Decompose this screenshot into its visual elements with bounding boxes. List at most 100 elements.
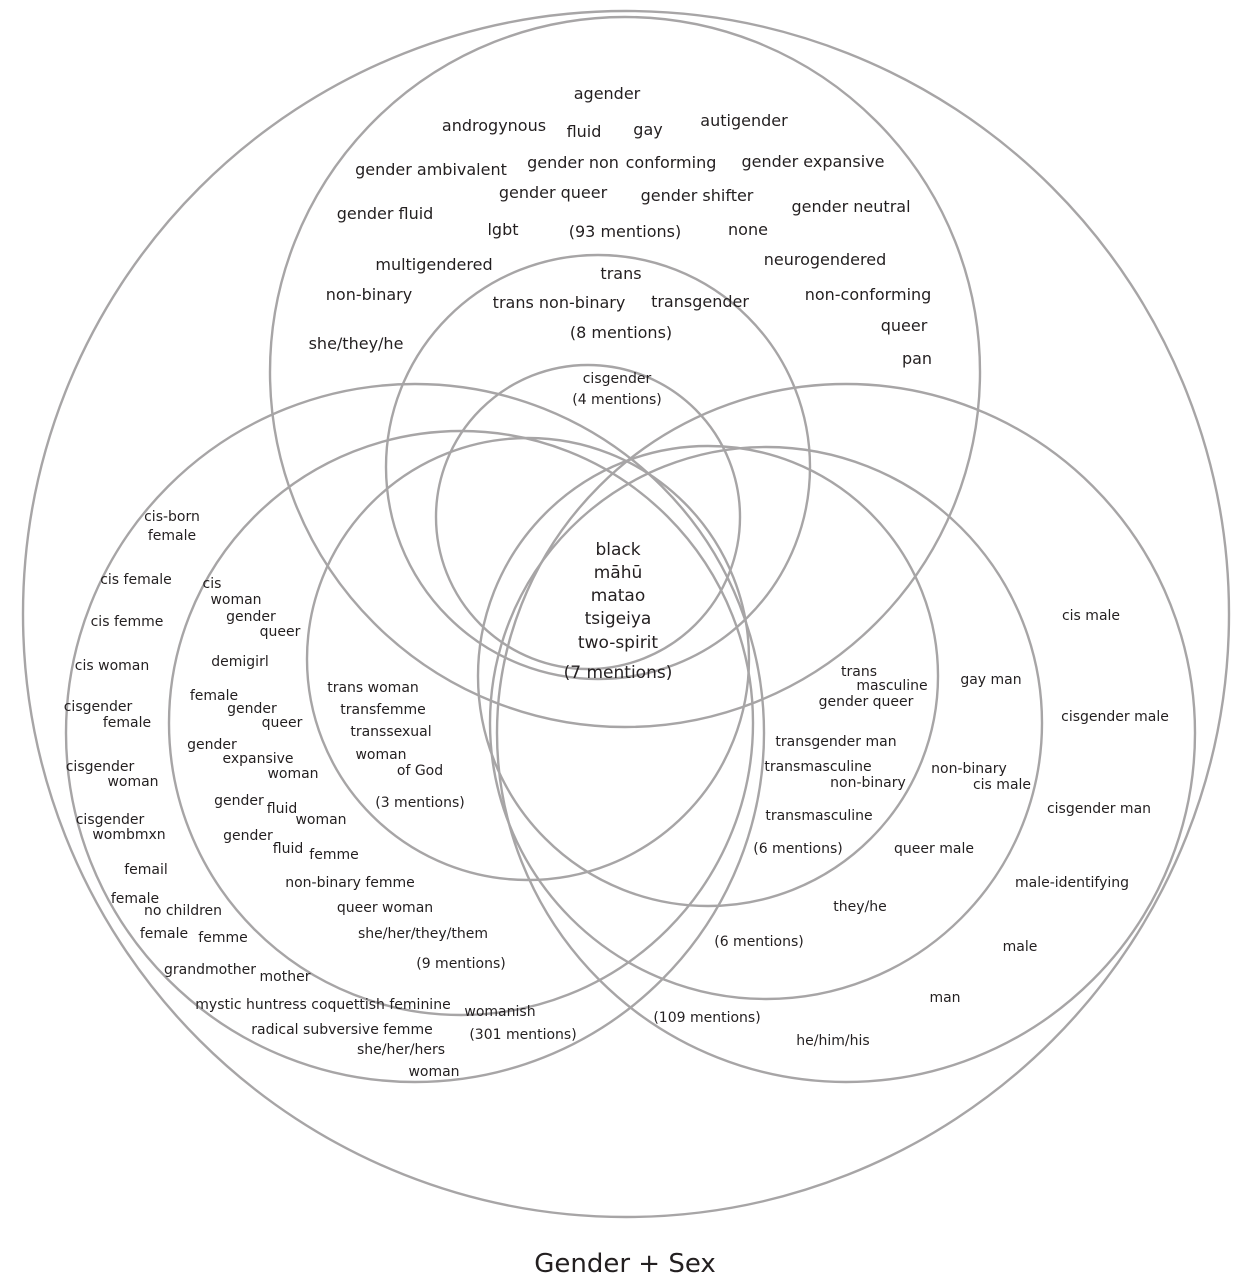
- mention-count: (6 mentions): [714, 934, 804, 950]
- term-label: fluid: [273, 841, 303, 857]
- term-label: cis femme: [91, 614, 164, 630]
- trans-man-region-labels: trans masculine gender queer transgender…: [753, 664, 927, 857]
- term-label: gay man: [960, 672, 1021, 688]
- term-label: multigendered: [375, 255, 492, 274]
- term-label: queer woman: [337, 900, 433, 916]
- female-outer-region-labels: cis-born female cis female cis femme cis…: [64, 509, 577, 1080]
- term-label: matao: [591, 586, 645, 606]
- term-label: male-identifying: [1015, 875, 1129, 891]
- term-label: queer male: [894, 841, 974, 857]
- trans-woman-region-labels: trans woman transfemme transsexual woman…: [327, 680, 465, 811]
- term-label: gay: [633, 120, 662, 139]
- term-label: female: [148, 528, 196, 544]
- term-label: gender neutral: [791, 197, 910, 216]
- term-label: conforming: [626, 153, 717, 172]
- term-label: woman: [355, 747, 406, 763]
- term-label: demigirl: [211, 654, 268, 670]
- term-label: womanish: [464, 1004, 535, 1020]
- term-label: she/her/hers: [357, 1042, 445, 1058]
- term-label: gender: [223, 828, 273, 844]
- female-outer-circle: [64, 382, 766, 1084]
- venn-circles: [21, 9, 1231, 1219]
- term-label: male: [1003, 939, 1038, 955]
- trans-woman-circle: [305, 436, 751, 882]
- mention-count: (93 mentions): [569, 222, 681, 241]
- female-inner-circle: [167, 429, 755, 1017]
- term-label: trans: [600, 264, 641, 283]
- term-label: non-binary femme: [285, 875, 415, 891]
- female-inner-region-labels: cis woman gender queer demigirl female g…: [187, 576, 506, 972]
- term-label: non-conforming: [805, 285, 932, 304]
- term-label: she/her/they/them: [358, 926, 488, 942]
- top-region-labels: agender androgynous fluid gay autigender…: [309, 84, 932, 368]
- term-label: cis female: [100, 572, 172, 588]
- term-label: cis male: [1062, 608, 1120, 624]
- term-label: femme: [198, 930, 247, 946]
- term-label: woman: [408, 1064, 459, 1080]
- mention-count: (4 mentions): [572, 392, 662, 408]
- term-label: cis: [203, 576, 222, 592]
- male-outer-circle: [495, 382, 1197, 1084]
- term-label: woman: [267, 766, 318, 782]
- male-outer-region-labels: cis male cisgender male cisgender man ma…: [653, 608, 1169, 1049]
- term-label: transgender man: [775, 734, 896, 750]
- term-label: femail: [124, 862, 168, 878]
- term-label: gender non: [527, 153, 619, 172]
- term-label: female: [140, 926, 188, 942]
- term-label: cis male: [973, 777, 1031, 793]
- term-label: neurogendered: [764, 250, 887, 269]
- term-label: cisgender: [64, 699, 133, 715]
- term-label: transmasculine: [765, 808, 872, 824]
- trans-circle: [384, 253, 812, 681]
- term-label: they/he: [833, 899, 886, 915]
- term-label: cisgender: [76, 812, 145, 828]
- term-label: female: [190, 688, 238, 704]
- top-gender-circle: [268, 15, 982, 729]
- term-label: transgender: [651, 292, 749, 311]
- term-label: queer: [262, 715, 303, 731]
- mention-count: (8 mentions): [570, 323, 672, 342]
- term-label: cisgender: [66, 759, 135, 775]
- term-label: queer: [881, 316, 928, 335]
- term-label: none: [728, 220, 768, 239]
- term-label: masculine: [856, 678, 927, 694]
- mention-count: (6 mentions): [753, 841, 843, 857]
- term-label: māhū: [594, 563, 643, 583]
- term-label: androgynous: [442, 116, 546, 135]
- cisgender-region-labels: cisgender (4 mentions): [572, 371, 662, 408]
- term-label: gender shifter: [641, 186, 754, 205]
- term-label: tsigeiya: [585, 609, 652, 629]
- term-label: gender: [187, 737, 237, 753]
- center-region-labels: black māhū matao tsigeiya two-spirit (7 …: [564, 540, 673, 683]
- term-label: she/they/he: [309, 334, 404, 353]
- male-inner-circle: [488, 445, 1044, 1001]
- term-label: expansive: [222, 751, 293, 767]
- term-label: transmasculine: [764, 759, 871, 775]
- mention-count: (3 mentions): [375, 795, 465, 811]
- mention-count: (9 mentions): [416, 956, 506, 972]
- term-label: of God: [397, 763, 443, 779]
- mention-count: (109 mentions): [653, 1010, 760, 1026]
- term-label: wombmxn: [92, 827, 165, 843]
- term-label: no children: [144, 903, 222, 919]
- cisgender-circle: [434, 363, 742, 671]
- term-label: gender: [214, 793, 264, 809]
- mention-count: (7 mentions): [564, 663, 673, 683]
- term-label: cisgender man: [1047, 801, 1151, 817]
- term-label: gender ambivalent: [355, 160, 507, 179]
- term-label: cis woman: [75, 658, 149, 674]
- term-label: woman: [210, 592, 261, 608]
- term-label: mother: [260, 969, 311, 985]
- term-label: gender fluid: [337, 204, 434, 223]
- term-label: radical subversive femme: [251, 1022, 432, 1038]
- term-label: femme: [309, 847, 358, 863]
- term-label: black: [595, 540, 640, 560]
- term-label: gender queer: [499, 183, 608, 202]
- term-label: two-spirit: [578, 633, 659, 653]
- term-label: transfemme: [340, 702, 425, 718]
- term-label: gender expansive: [741, 152, 884, 171]
- term-label: lgbt: [487, 220, 518, 239]
- term-label: gender: [226, 609, 276, 625]
- diagram-caption: Gender + Sex: [534, 1249, 716, 1279]
- term-label: female: [111, 891, 159, 907]
